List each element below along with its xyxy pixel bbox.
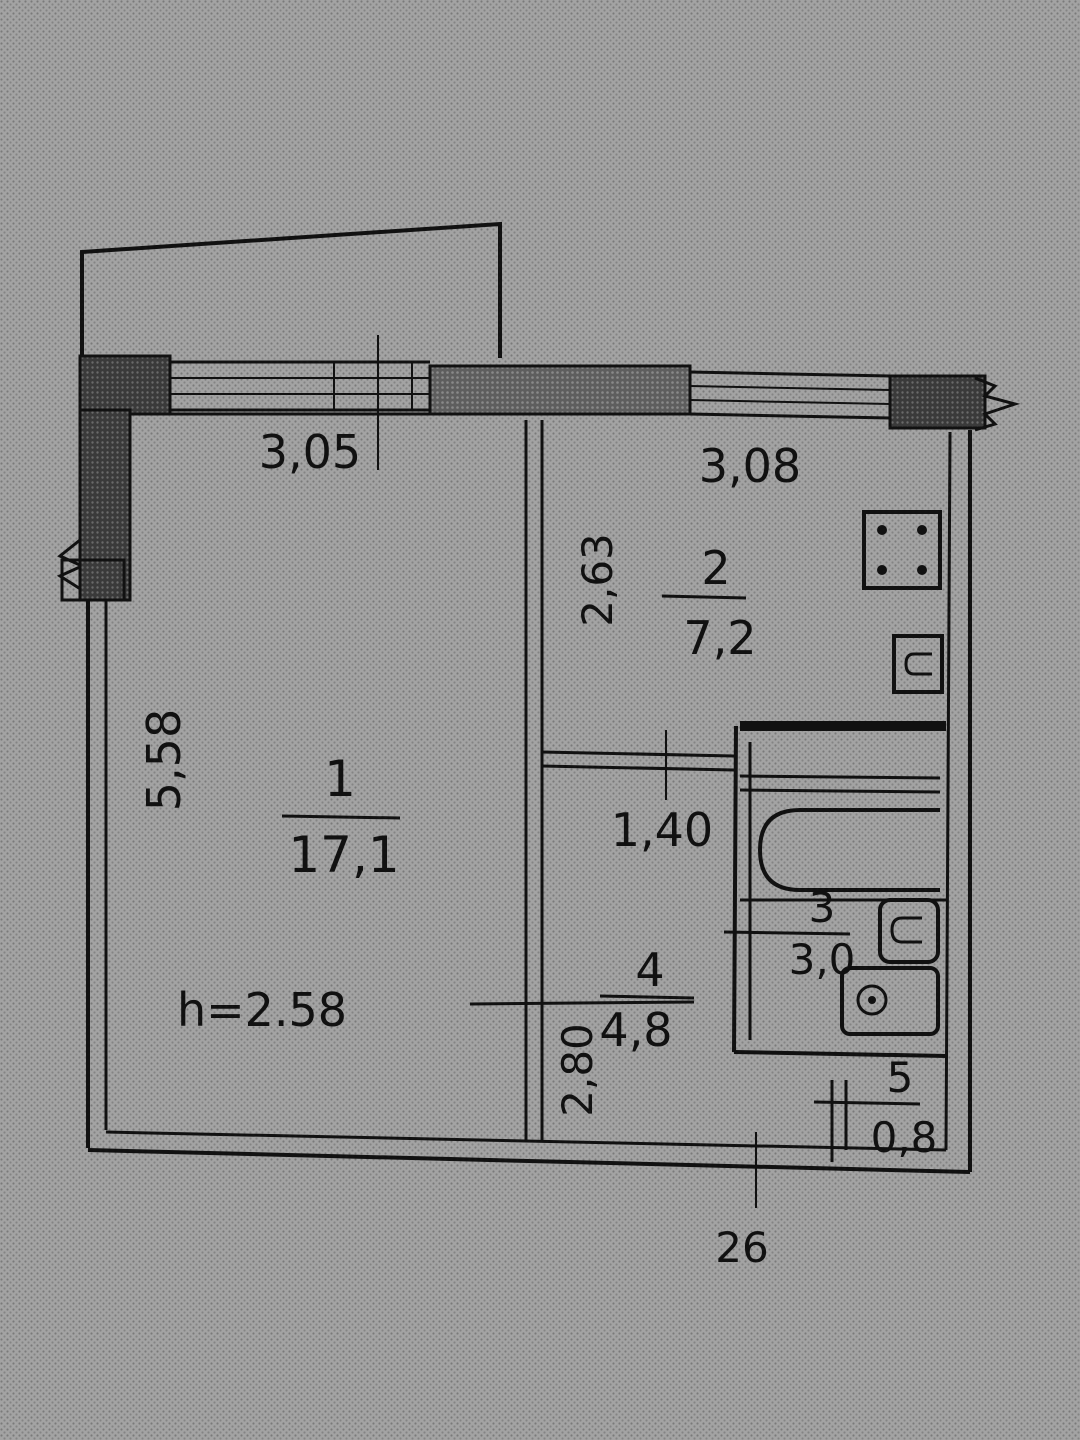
dim-room2-width: 3,08 — [699, 439, 801, 493]
bathroom-wall-bottom — [733, 1050, 947, 1058]
room2-fraction-bar — [661, 594, 747, 600]
wall-left-stub — [60, 558, 126, 602]
ceiling-height-label: h=2.58 — [177, 983, 347, 1037]
wall-top-right-pier — [888, 374, 987, 430]
dim-room1-length: 5,58 — [137, 709, 191, 811]
toilet-icon — [878, 898, 940, 964]
room4-area: 4,8 — [599, 1003, 672, 1057]
bathroom-wall-mid-b — [739, 788, 941, 794]
wall-bottom-outer — [87, 1148, 971, 1174]
wall-break-right — [974, 376, 1021, 432]
dim-hall-length: 2,80 — [553, 1023, 602, 1117]
sink-icon — [840, 966, 940, 1036]
stove-burner-2 — [917, 525, 927, 535]
room2-number: 2 — [701, 541, 730, 595]
room5-number: 5 — [887, 1053, 914, 1102]
window-room1 — [170, 360, 430, 412]
toilet-seat-icon — [890, 916, 922, 944]
room3-area: 3,0 — [789, 935, 856, 984]
stove-burner-1 — [877, 525, 887, 535]
sink-drain-dot — [868, 996, 876, 1004]
building-number-label: 26 — [715, 1223, 768, 1272]
stove-burner-4 — [917, 565, 927, 575]
bathroom-wall-left-outer — [732, 725, 738, 1053]
room5-area: 0,8 — [871, 1113, 938, 1162]
partition-kitchen-bottom-b — [541, 764, 735, 772]
kitchen-sink-basin-icon — [904, 652, 932, 676]
dim-room2-length: 2,63 — [573, 533, 622, 627]
room4-fraction-bar — [599, 994, 695, 1000]
balcony-outline — [80, 221, 502, 358]
stove-icon — [862, 510, 942, 590]
room4-number: 4 — [635, 943, 664, 997]
dim-room1-width: 3,05 — [259, 425, 361, 479]
room1-number: 1 — [324, 750, 356, 808]
wall-bottom-inner — [105, 1130, 947, 1152]
bathtub-icon — [757, 808, 940, 892]
window-room2 — [689, 370, 891, 420]
hall-pointer-line — [469, 1000, 695, 1006]
stove-burner-3 — [877, 565, 887, 575]
room2-area: 7,2 — [683, 611, 756, 665]
sink-drain-icon — [856, 984, 888, 1016]
room5-pointer-line — [813, 1100, 921, 1106]
room3-pointer-line — [723, 930, 851, 936]
partition-kitchen-bottom-a — [541, 750, 735, 758]
dim-corridor-width: 1,40 — [611, 803, 713, 857]
wall-right-inner — [944, 431, 952, 1151]
room3-number: 3 — [809, 883, 836, 932]
wall-top-center-pier — [428, 364, 692, 416]
room1-fraction-bar — [281, 814, 401, 820]
room1-area: 17,1 — [288, 826, 399, 884]
kitchen-sink-icon — [892, 634, 944, 694]
wall-top-left-pier — [78, 354, 172, 416]
bathroom-wall-mid-a — [739, 774, 941, 780]
